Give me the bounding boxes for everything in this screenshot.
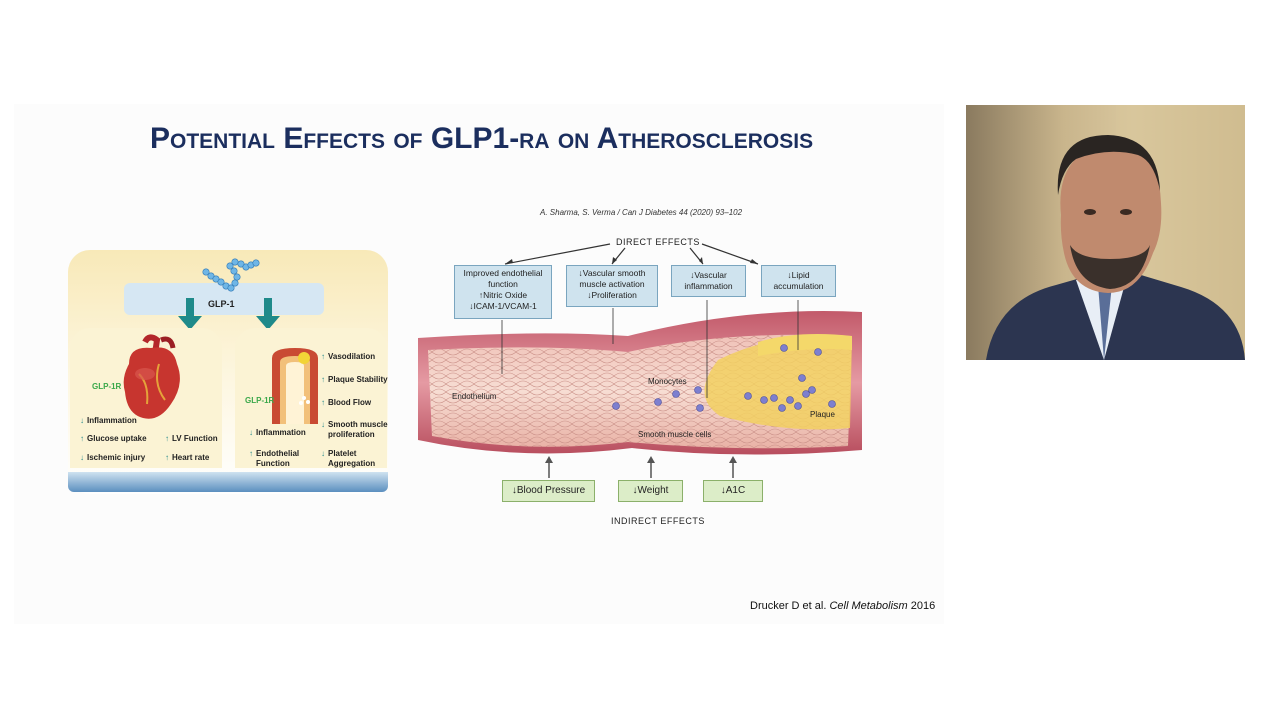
direct-box-smooth-muscle: ↓Vascular smooth muscle activation ↓Prol… bbox=[566, 265, 658, 307]
monocytes-label: Monocytes bbox=[648, 377, 687, 386]
direct-effects-arrows bbox=[504, 243, 759, 265]
vessel-effect-8: ↓Platelet bbox=[321, 449, 357, 458]
heart-illustration bbox=[123, 334, 180, 419]
smooth-muscle-label: Smooth muscle cells bbox=[638, 430, 712, 439]
teal-arrows bbox=[178, 298, 280, 330]
figure-credit: Drucker D et al. Cell Metabolism 2016 bbox=[750, 600, 936, 612]
webcam-video bbox=[966, 105, 1245, 360]
indirect-effects-header: INDIRECT EFFECTS bbox=[611, 516, 705, 526]
direct-box-lipid: ↓Lipid accumulation bbox=[761, 265, 836, 297]
heart-effect-2: ↑LV Function bbox=[165, 434, 218, 443]
heart-effect-1: ↑Glucose uptake bbox=[80, 434, 147, 443]
vessel-effect-1: ↑Plaque Stability bbox=[321, 375, 388, 384]
vessel-effect-2: ↑Blood Flow bbox=[321, 398, 372, 407]
heart-effect-3: ↓Ischemic injury bbox=[80, 453, 146, 462]
vessel-receptor-label: GLP-1R bbox=[245, 396, 275, 405]
peptide-chain-icon bbox=[202, 258, 260, 292]
indirect-box-weight: ↓Weight bbox=[618, 480, 683, 502]
direct-box-endothelial: Improved endothelial function ↑Nitric Ox… bbox=[454, 265, 552, 319]
vessel-effect-0: ↑Vasodilation bbox=[321, 352, 376, 361]
indirect-effects-arrows bbox=[545, 456, 737, 478]
indirect-box-a1c: ↓A1C bbox=[703, 480, 763, 502]
endothelium-label: Endothelium bbox=[452, 392, 497, 401]
vessel-illustration bbox=[272, 348, 318, 424]
indirect-box-blood-pressure: ↓Blood Pressure bbox=[502, 480, 595, 502]
vessel-effect-7: Function bbox=[256, 459, 290, 468]
vessel-effect-4: ↓Smooth muscle bbox=[321, 420, 388, 429]
glp1-label: GLP-1 bbox=[208, 299, 235, 309]
citation-top: A. Sharma, S. Verma / Can J Diabetes 44 … bbox=[540, 208, 743, 217]
left-figure-base bbox=[68, 472, 388, 492]
slide-title: Potential Effects of GLP1-ra on Atherosc… bbox=[150, 122, 814, 155]
heart-effect-0: ↓Inflammation bbox=[80, 416, 137, 425]
heart-effect-4: ↑Heart rate bbox=[165, 453, 210, 462]
presenter-silhouette bbox=[986, 105, 1245, 360]
direct-effects-header: DIRECT EFFECTS bbox=[616, 237, 700, 247]
vessel-effect-5: proliferation bbox=[328, 430, 375, 439]
direct-box-inflammation: ↓Vascular inflammation bbox=[671, 265, 746, 297]
vessel-effect-6: ↑Endothelial bbox=[249, 449, 300, 458]
artery-illustration bbox=[418, 300, 862, 455]
heart-receptor-label: GLP-1R bbox=[92, 382, 122, 391]
vessel-effect-3: ↓Inflammation bbox=[249, 428, 306, 437]
plaque-label: Plaque bbox=[810, 410, 835, 419]
vessel-effect-9: Aggregation bbox=[328, 459, 376, 468]
